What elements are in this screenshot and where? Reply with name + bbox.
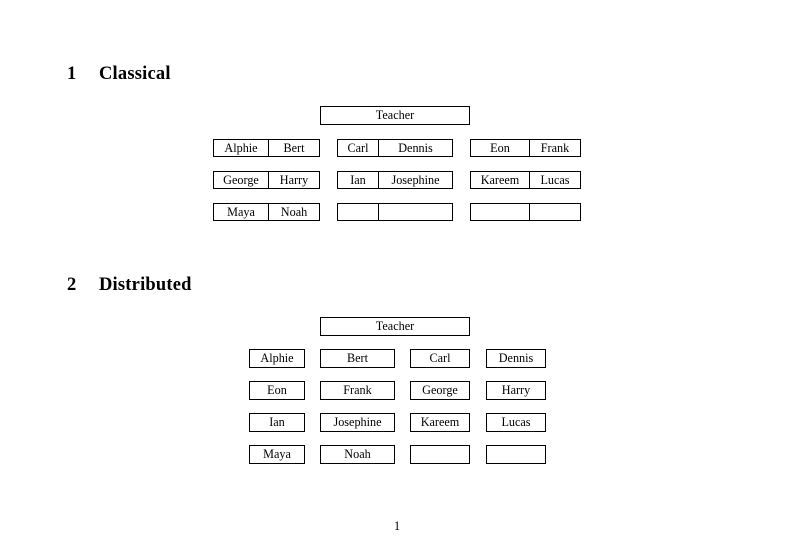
classical-group-3-row-3 — [470, 203, 581, 221]
student-box[interactable]: Kareem — [410, 413, 470, 432]
student-cell[interactable]: Carl — [337, 139, 378, 157]
student-cell[interactable]: Ian — [337, 171, 378, 189]
classical-group-2-row-2: Ian Josephine — [337, 171, 453, 189]
student-box[interactable]: Josephine — [320, 413, 395, 432]
classical-group-2-row-1: Carl Dennis — [337, 139, 453, 157]
student-box[interactable] — [410, 445, 470, 464]
teacher-box-distributed[interactable]: Teacher — [320, 317, 470, 336]
section-title: Classical — [99, 64, 171, 84]
section-heading-classical: 1 Classical — [67, 64, 171, 85]
classical-group-2-row-3 — [337, 203, 453, 221]
section-title: Distributed — [99, 275, 192, 295]
student-cell[interactable]: Noah — [268, 203, 320, 221]
student-cell[interactable]: Alphie — [213, 139, 268, 157]
student-cell[interactable]: Lucas — [529, 171, 581, 189]
section-number: 2 — [67, 275, 77, 295]
student-box[interactable]: George — [410, 381, 470, 400]
student-cell[interactable]: Kareem — [470, 171, 529, 189]
classical-group-1-row-1: Alphie Bert — [213, 139, 320, 157]
section-number: 1 — [67, 64, 77, 84]
student-cell[interactable]: Josephine — [378, 171, 453, 189]
student-box[interactable]: Maya — [249, 445, 305, 464]
student-box[interactable]: Eon — [249, 381, 305, 400]
student-cell[interactable] — [337, 203, 378, 221]
page-number: 1 — [393, 519, 401, 533]
student-cell[interactable] — [378, 203, 453, 221]
student-box[interactable]: Lucas — [486, 413, 546, 432]
student-cell[interactable] — [470, 203, 529, 221]
student-cell[interactable]: Eon — [470, 139, 529, 157]
student-box[interactable]: Noah — [320, 445, 395, 464]
student-cell[interactable] — [529, 203, 581, 221]
student-box[interactable]: Alphie — [249, 349, 305, 368]
student-box[interactable]: Frank — [320, 381, 395, 400]
student-box[interactable]: Ian — [249, 413, 305, 432]
student-box[interactable]: Carl — [410, 349, 470, 368]
student-cell[interactable]: Dennis — [378, 139, 453, 157]
student-cell[interactable]: Bert — [268, 139, 320, 157]
student-cell[interactable]: George — [213, 171, 268, 189]
classical-group-1-row-3: Maya Noah — [213, 203, 320, 221]
student-cell[interactable]: Harry — [268, 171, 320, 189]
student-box[interactable]: Bert — [320, 349, 395, 368]
classical-group-3-row-2: Kareem Lucas — [470, 171, 581, 189]
student-box[interactable]: Dennis — [486, 349, 546, 368]
student-cell[interactable]: Maya — [213, 203, 268, 221]
student-cell[interactable]: Frank — [529, 139, 581, 157]
classical-group-1-row-2: George Harry — [213, 171, 320, 189]
student-box[interactable]: Harry — [486, 381, 546, 400]
classical-group-3-row-1: Eon Frank — [470, 139, 581, 157]
teacher-box-classical[interactable]: Teacher — [320, 106, 470, 125]
section-heading-distributed: 2 Distributed — [67, 275, 192, 296]
student-box[interactable] — [486, 445, 546, 464]
